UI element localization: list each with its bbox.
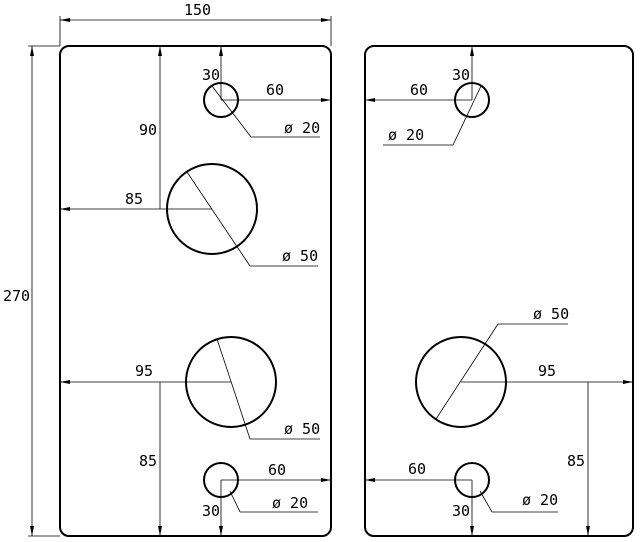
left-lower-hole-horizontal-label: 95 — [135, 362, 153, 380]
left-bottom-hole-horizontal-label: 60 — [268, 461, 286, 479]
right-top-hole-dimensions: 30 60 ø 20 — [365, 46, 482, 146]
left-top-hole-diameter-label: ø 20 — [284, 119, 320, 137]
left-part: 30 60 ø 20 90 85 ø 50 95 — [59, 45, 332, 537]
left-lower-hole-diameter-label: ø 50 — [284, 420, 320, 438]
right-top-hole-diameter-label: ø 20 — [388, 126, 424, 144]
right-top-hole-horizontal-label: 60 — [410, 81, 428, 99]
right-big-hole-vertical-label: 85 — [567, 452, 585, 470]
overall-height-dimension: 270 — [3, 45, 60, 537]
left-top-hole-vertical-label: 30 — [202, 66, 220, 84]
right-part: 30 60 ø 20 ø 50 95 85 60 — [364, 45, 634, 537]
left-upper-hole-horizontal-label: 85 — [125, 190, 143, 208]
right-top-hole-vertical-label: 30 — [452, 66, 470, 84]
left-bottom-hole-dimensions: 60 30 ø 20 — [202, 461, 331, 536]
overall-width-label: 150 — [184, 1, 211, 19]
left-lower-hole-vertical-label: 85 — [139, 452, 157, 470]
right-bottom-hole-diameter-label: ø 20 — [522, 491, 558, 509]
overall-height-label: 270 — [3, 287, 30, 305]
left-upper-big-hole-dimensions: 90 85 ø 50 — [60, 46, 318, 267]
right-bottom-hole-horizontal-label: 60 — [408, 460, 426, 478]
left-lower-big-hole-dimensions: 95 85 ø 50 — [60, 338, 320, 536]
left-upper-hole-diameter-label: ø 50 — [282, 247, 318, 265]
right-big-hole-horizontal-label: 95 — [538, 362, 556, 380]
right-big-hole-dimensions: ø 50 95 85 — [435, 305, 633, 536]
overall-width-dimension: 150 — [59, 1, 332, 46]
left-top-hole-dimensions: 30 60 ø 20 — [202, 46, 331, 138]
left-part-outline — [59, 45, 332, 537]
right-bottom-hole-dimensions: 60 30 ø 20 — [365, 460, 558, 536]
left-bottom-hole-vertical-label: 30 — [202, 502, 220, 520]
right-big-hole-diameter-label: ø 50 — [533, 305, 569, 323]
right-part-outline — [364, 45, 634, 537]
left-top-hole-horizontal-label: 60 — [266, 81, 284, 99]
left-upper-hole-vertical-label: 90 — [139, 121, 157, 139]
right-bottom-hole-vertical-label: 30 — [452, 502, 470, 520]
left-bottom-hole-diameter-label: ø 20 — [272, 494, 308, 512]
